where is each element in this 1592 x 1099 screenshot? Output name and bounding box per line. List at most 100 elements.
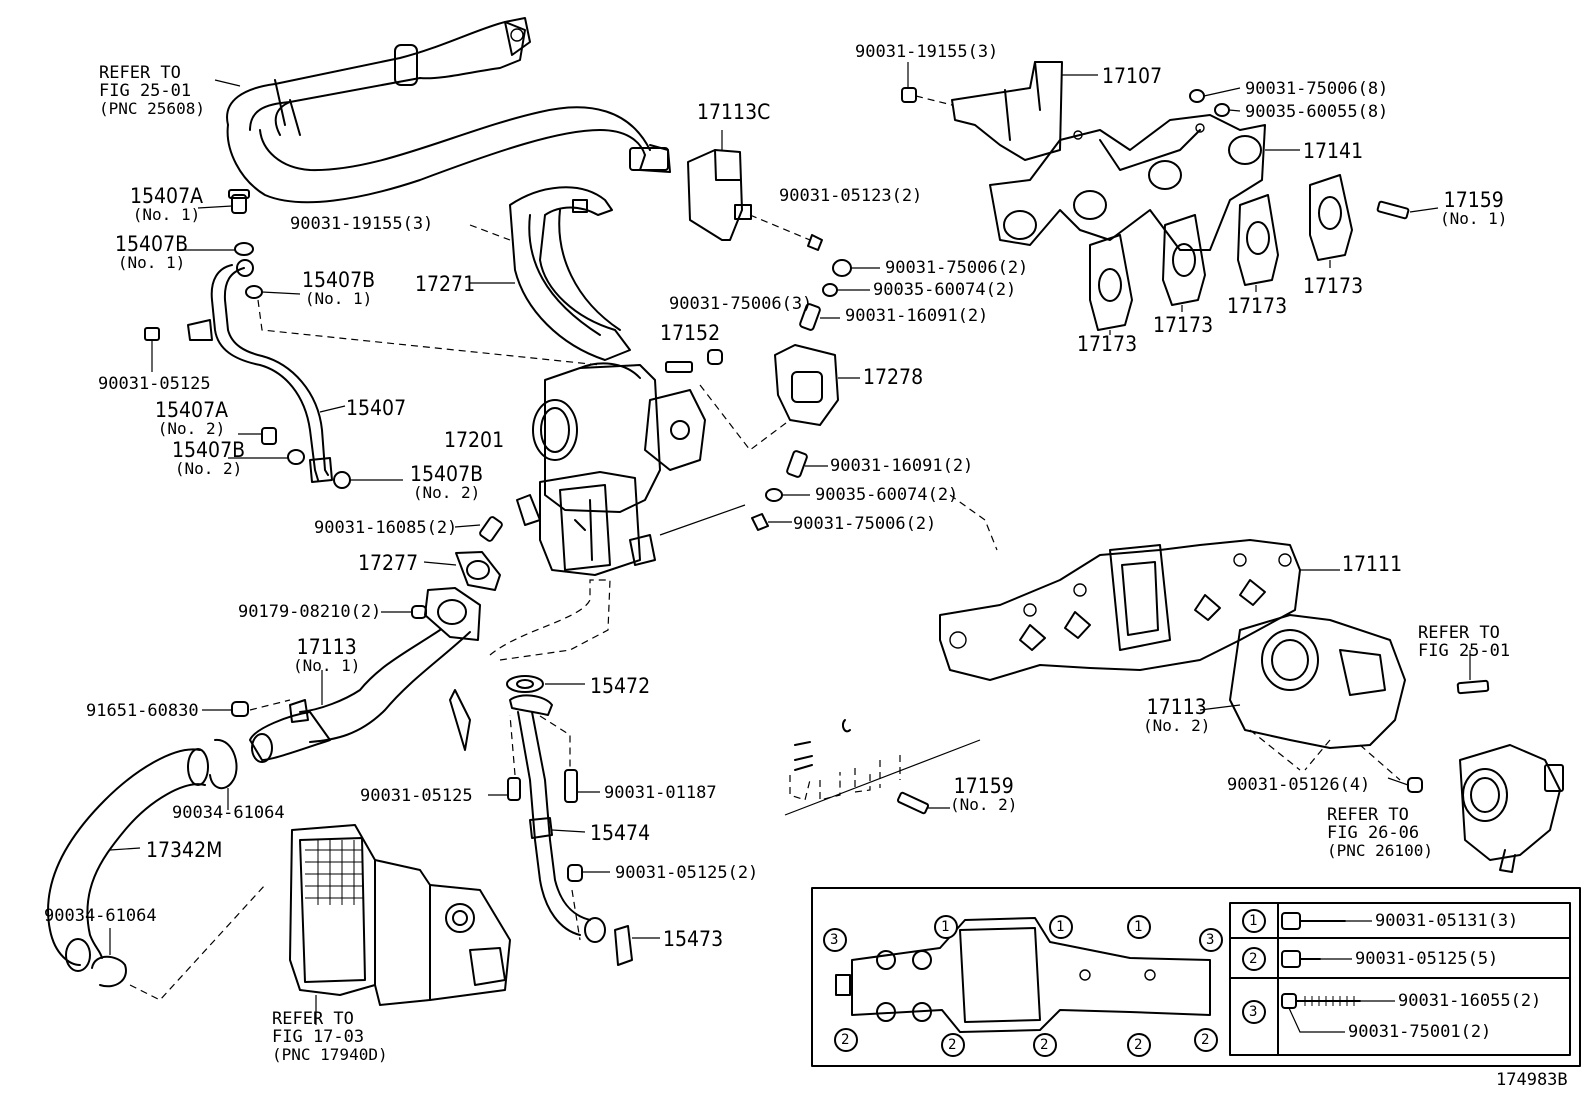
refer-pnc: (PNC 26100) xyxy=(1327,841,1433,860)
callout-15474[interactable]: 15474 xyxy=(590,821,651,845)
callout-90031-05126[interactable]: 90031-05126(4) xyxy=(1227,775,1371,795)
callout-90034-61064-b[interactable]: 90034-61064 xyxy=(44,906,157,926)
callout-90031-19155-left[interactable]: 90031-19155(3) xyxy=(290,214,434,234)
callout-90031-75006-2a[interactable]: 90031-75006(2) xyxy=(885,258,1029,278)
legend-marker: 2 xyxy=(1040,1037,1049,1053)
callout-15407b-no2-b[interactable]: 15407B (No. 2) xyxy=(410,464,483,501)
callout-90031-16091-b[interactable]: 90031-16091(2) xyxy=(830,456,974,476)
callout-90035-60074-a[interactable]: 90035-60074(2) xyxy=(873,280,1017,300)
refer-fig-25-01-top[interactable]: REFER TO FIG 25-01 (PNC 25608) xyxy=(99,64,205,118)
callout-17159-no1[interactable]: 17159 (No. 1) xyxy=(1440,190,1507,227)
legend-marker: 1 xyxy=(1134,919,1143,935)
refer-fig-17-03[interactable]: REFER TO FIG 17-03 (PNC 17940D) xyxy=(272,1010,388,1064)
stud-17159-no2-drawing xyxy=(784,719,981,816)
legend-part-number[interactable]: 90031-16055(2) xyxy=(1398,991,1542,1011)
callout-15407[interactable]: 15407 xyxy=(346,396,407,420)
callout-90031-75006-8[interactable]: 90031-75006(8) xyxy=(1245,79,1389,99)
legend-marker: 3 xyxy=(830,932,839,948)
callout-15407b-no1[interactable]: 15407B (No. 1) xyxy=(115,234,188,271)
callout-17277[interactable]: 17277 xyxy=(358,551,419,575)
callout-17278[interactable]: 17278 xyxy=(863,365,924,389)
callout-90031-19155-top[interactable]: 90031-19155(3) xyxy=(855,42,999,62)
callout-17173-d[interactable]: 17173 xyxy=(1303,274,1364,298)
turbocharger-17201-drawing xyxy=(516,349,723,576)
refer-fig-25-01-right[interactable]: REFER TO FIG 25-01 xyxy=(1418,624,1510,660)
refer-pnc: (PNC 25608) xyxy=(99,99,205,118)
refer-line: FIG 25-01 xyxy=(99,81,192,101)
callout-15473[interactable]: 15473 xyxy=(663,927,724,951)
intake-connector-17113-no2-drawing xyxy=(1199,614,1490,793)
oil-return-pipe-drawing xyxy=(488,675,660,966)
callout-90031-75006-2b[interactable]: 90031-75006(2) xyxy=(793,514,937,534)
part-qualifier: (No. 1) xyxy=(293,656,361,675)
part-qualifier: (No. 2) xyxy=(950,795,1018,814)
callout-17173-b[interactable]: 17173 xyxy=(1153,313,1214,337)
callout-90035-60055-8[interactable]: 90035-60055(8) xyxy=(1245,102,1389,122)
refer-line: REFER TO xyxy=(1327,805,1409,825)
exhaust-manifold-17141-drawing xyxy=(989,87,1300,251)
gaskets-17173-drawing xyxy=(1089,174,1439,335)
legend-marker: 2 xyxy=(1134,1037,1143,1053)
legend-part-number[interactable]: 90031-05125(5) xyxy=(1355,949,1499,969)
gasket-17278-drawing xyxy=(659,259,998,551)
callout-17113c[interactable]: 17113C xyxy=(697,100,771,124)
callout-17201[interactable]: 17201 xyxy=(444,428,505,452)
callout-17271[interactable]: 17271 xyxy=(415,272,476,296)
callout-17113-no2[interactable]: 17113 (No. 2) xyxy=(1143,697,1210,734)
callout-90031-16091-a[interactable]: 90031-16091(2) xyxy=(845,306,989,326)
callout-90031-05125-2[interactable]: 90031-05125(2) xyxy=(615,863,759,883)
legend-marker: 3 xyxy=(1206,932,1215,948)
intercooler-drawing xyxy=(289,824,511,1025)
callout-17159-no2[interactable]: 17159 (No. 2) xyxy=(950,776,1017,813)
refer-fig-26-06[interactable]: REFER TO FIG 26-06 (PNC 26100) xyxy=(1327,806,1433,860)
gasket-legend-drawing xyxy=(811,887,1581,1067)
callout-90031-01187[interactable]: 90031-01187 xyxy=(604,783,717,803)
callout-15407a-no1[interactable]: 15407A (No. 1) xyxy=(130,186,203,223)
part-number: 15407A xyxy=(155,398,229,422)
part-qualifier: (No. 1) xyxy=(117,253,186,272)
legend-marker: 1 xyxy=(941,919,950,935)
part-qualifier: (No. 1) xyxy=(1440,209,1508,228)
part-qualifier: (No. 1) xyxy=(304,289,373,308)
callout-90179-08210[interactable]: 90179-08210(2) xyxy=(238,602,382,622)
legend-row-number: 2 xyxy=(1249,951,1258,967)
callout-17111[interactable]: 17111 xyxy=(1342,552,1403,576)
callout-17173-a[interactable]: 17173 xyxy=(1077,332,1138,356)
intake-pipe-17113-no1-drawing xyxy=(202,516,611,763)
callout-17152[interactable]: 17152 xyxy=(660,321,721,345)
callout-90034-61064-a[interactable]: 90034-61064 xyxy=(172,803,285,823)
callout-15472[interactable]: 15472 xyxy=(590,674,651,698)
refer-line: REFER TO xyxy=(1418,623,1500,643)
refer-pnc: (PNC 17940D) xyxy=(272,1045,388,1064)
legend-part-number[interactable]: 90031-75001(2) xyxy=(1348,1022,1492,1042)
part-number: 15407B xyxy=(172,438,246,462)
callout-17107[interactable]: 17107 xyxy=(1102,64,1163,88)
egr-pipe-drawing xyxy=(214,17,671,204)
legend-part-number[interactable]: 90031-05131(3) xyxy=(1375,911,1519,931)
callout-17113-no1[interactable]: 17113 (No. 1) xyxy=(293,637,360,674)
part-qualifier: (No. 1) xyxy=(132,205,201,224)
legend-row-number: 3 xyxy=(1249,1004,1258,1020)
callout-15407b-no1-b[interactable]: 15407B (No. 1) xyxy=(302,270,375,307)
throttle-body-drawing xyxy=(1459,744,1564,873)
callout-17342m[interactable]: 17342M xyxy=(146,838,223,862)
heat-shield-17271-drawing xyxy=(469,186,631,361)
callout-15407a-no2[interactable]: 15407A (No. 2) xyxy=(155,400,228,437)
intake-manifold-17111-drawing xyxy=(939,539,1340,681)
refer-line: FIG 26-06 xyxy=(1327,823,1420,843)
heat-insulator-17113c-drawing xyxy=(687,130,823,251)
manifold-stay-17107-drawing xyxy=(901,61,1098,161)
callout-17173-c[interactable]: 17173 xyxy=(1227,294,1288,318)
callout-90031-75006-3[interactable]: 90031-75006(3) xyxy=(669,294,813,314)
callout-91651-60830[interactable]: 91651-60830 xyxy=(86,701,199,721)
callout-90031-05123[interactable]: 90031-05123(2) xyxy=(779,186,923,206)
callout-17141[interactable]: 17141 xyxy=(1303,139,1364,163)
callout-90031-16085[interactable]: 90031-16085(2) xyxy=(314,518,458,538)
callout-90035-60074-b[interactable]: 90035-60074(2) xyxy=(815,485,959,505)
callout-15407b-no2[interactable]: 15407B (No. 2) xyxy=(172,440,245,477)
part-number: 15407B xyxy=(302,268,376,292)
callout-90031-05125-b[interactable]: 90031-05125 xyxy=(360,786,473,806)
callout-90031-05125-a[interactable]: 90031-05125 xyxy=(98,374,211,394)
